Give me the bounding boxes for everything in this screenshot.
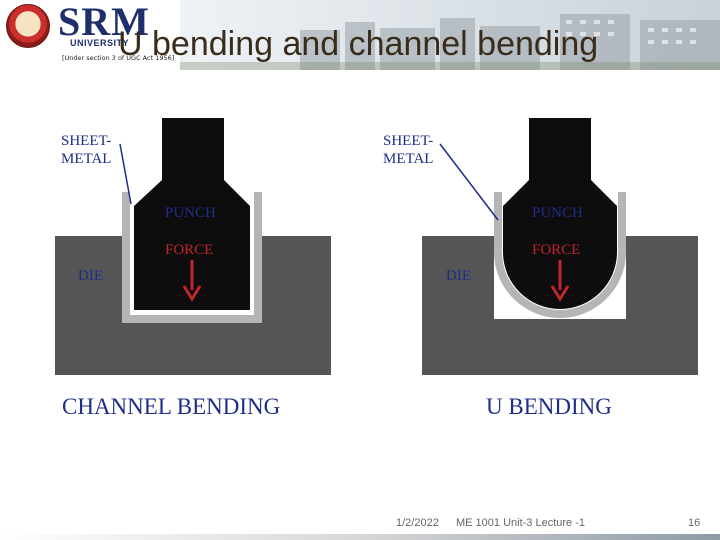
u-sheet-label-1: SHEET- [383, 133, 433, 149]
university-emblem-icon [6, 4, 50, 48]
channel-die-label: DIE [78, 268, 103, 284]
u-sheet-label-2: METAL [383, 151, 433, 167]
channel-sheet-label-1: SHEET- [61, 133, 111, 149]
u-caption: U BENDING [486, 394, 612, 419]
u-bending-diagram: SHEET- METAL PUNCH FORCE DIE U BENDING [383, 118, 698, 419]
footer-page-number: 16 [688, 517, 700, 529]
u-force-label: FORCE [532, 242, 580, 258]
channel-punch-label: PUNCH [165, 205, 216, 221]
u-die-label: DIE [446, 268, 471, 284]
footer-course: ME 1001 Unit-3 Lecture -1 [456, 517, 585, 529]
footer-divider [0, 534, 720, 540]
bending-diagrams: SHEET- METAL PUNCH FORCE DIE CHANNEL BEN… [0, 100, 720, 540]
channel-sheet-label-2: METAL [61, 151, 111, 167]
channel-force-label: FORCE [165, 242, 213, 258]
slide-title: U bending and channel bending [118, 26, 638, 62]
u-sheet-leader [440, 144, 498, 220]
u-punch-label: PUNCH [532, 205, 583, 221]
channel-bending-diagram: SHEET- METAL PUNCH FORCE DIE CHANNEL BEN… [55, 118, 331, 419]
footer-date: 1/2/2022 [396, 517, 439, 529]
channel-caption: CHANNEL BENDING [62, 394, 280, 419]
